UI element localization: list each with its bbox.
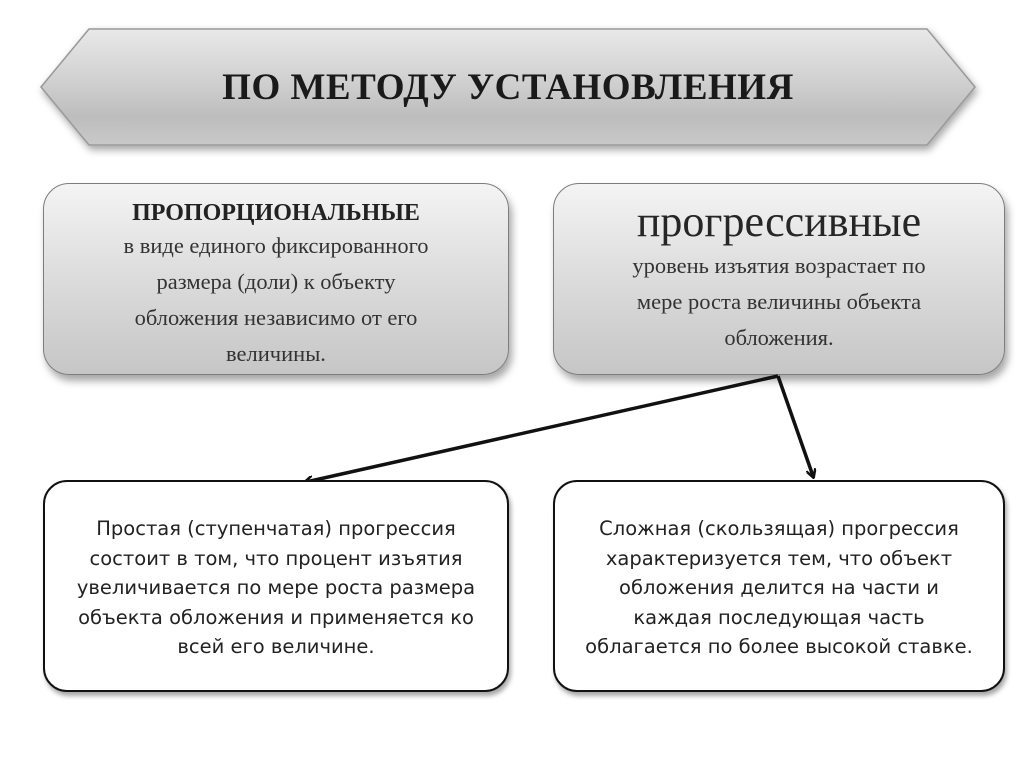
arrow-to-complex — [776, 375, 813, 476]
simple-progression-line: объекта обложения и применяется ко — [78, 605, 474, 629]
proportional-title: ПРОПОРЦИОНАЛЬНЫЕ — [132, 200, 420, 226]
complex-progression-line: каждая последующая часть — [633, 605, 925, 629]
progressive-title: прогрессивные — [636, 197, 922, 246]
complex-progression-box: Сложная (скользящая) прогрессия характер… — [553, 480, 1005, 692]
simple-progression-line: всей его величине. — [177, 635, 375, 658]
simple-progression-line: Простая (ступенчатая) прогрессия — [96, 517, 456, 540]
simple-progression-box: Простая (ступенчатая) прогрессия состоит… — [43, 480, 509, 692]
progressive-line: мере роста величины объекта — [636, 289, 922, 314]
proportional-description: в виде единого фиксированного размера (д… — [44, 228, 508, 372]
proportional-line: обложения независимо от его — [134, 305, 418, 330]
complex-progression-line: обложения делится на части и — [619, 576, 939, 599]
header-banner: ПО МЕТОДУ УСТАНОВЛЕНИЯ — [40, 28, 976, 146]
proportional-line: размера (доли) к объекту — [156, 269, 396, 294]
complex-progression-line: Сложная (скользящая) прогрессия — [599, 517, 959, 540]
banner-outline — [40, 28, 976, 146]
banner-title: ПО МЕТОДУ УСТАНОВЛЕНИЯ — [222, 67, 794, 108]
progressive-line: уровень изъятия возрастает по — [632, 253, 926, 278]
proportional-card: ПРОПОРЦИОНАЛЬНЫЕ в виде единого фиксиров… — [43, 183, 509, 375]
progressive-description: уровень изъятия возрастает по мере роста… — [554, 248, 1004, 356]
complex-progression-line: облагается по более высокой ставке. — [585, 635, 973, 658]
proportional-line: величины. — [226, 341, 326, 366]
proportional-line: в виде единого фиксированного — [123, 233, 429, 258]
simple-progression-line: увеличивается по мере роста размера — [76, 576, 476, 599]
arrow-to-simple — [306, 374, 779, 482]
complex-progression-line: характеризуется тем, что объект — [605, 546, 953, 570]
banner-shape — [40, 28, 976, 146]
simple-progression-line: состоит в том, что процент изъятия — [89, 546, 463, 570]
progressive-line: обложения. — [724, 325, 834, 350]
progressive-card: прогрессивные уровень изъятия возрастает… — [553, 183, 1005, 375]
